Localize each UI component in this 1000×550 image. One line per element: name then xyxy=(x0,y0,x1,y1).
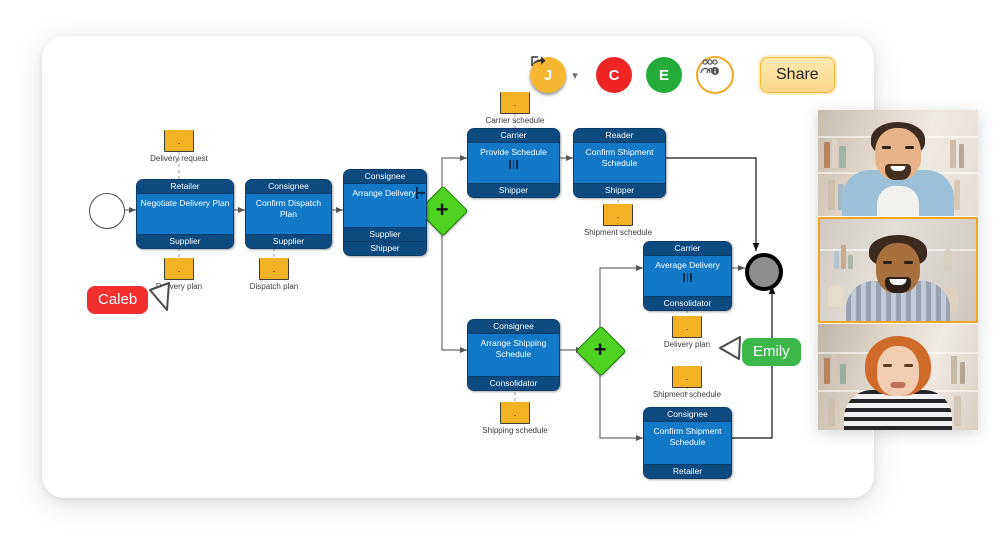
message-label: Dispatch plan xyxy=(249,282,299,291)
avatar-j[interactable]: J xyxy=(530,57,566,93)
video-tile-1[interactable] xyxy=(818,110,978,216)
share-button[interactable]: Share xyxy=(531,56,835,93)
task-lane-top: Consignee xyxy=(246,180,331,194)
task-lane-top: Carrier xyxy=(644,242,731,256)
start-event[interactable] xyxy=(89,193,125,229)
share-button-label: Share xyxy=(776,66,819,83)
task-label: Confirm Shipment Schedule xyxy=(653,426,722,447)
message-label: Shipping schedule xyxy=(482,426,548,435)
task-provide-schedule[interactable]: Carrier Provide Schedule Shipper xyxy=(467,128,560,198)
message-label: Delivery request xyxy=(150,154,208,163)
task-lane-bottom: Retailer xyxy=(644,464,731,478)
task-lane-top: Carrier xyxy=(468,129,559,143)
task-lane-bottom: Supplier xyxy=(137,234,233,248)
task-lane-bottom: Shipper xyxy=(574,183,665,197)
task-arrange-delivery[interactable]: Consignee Arrange Delivery Supplier Ship… xyxy=(343,169,427,256)
avatar-e[interactable]: E xyxy=(646,57,682,93)
gateway-parallel-1-symbol: + xyxy=(435,197,449,222)
message-icon-delivery-request[interactable] xyxy=(164,130,194,152)
task-label: Average Delivery xyxy=(655,260,720,270)
task-lane-bottom-2: Shipper xyxy=(344,241,426,255)
video-call-panel xyxy=(818,110,978,430)
end-event[interactable] xyxy=(745,253,783,291)
task-arrange-shipping-schedule[interactable]: Consignee Arrange Shipping Schedule Cons… xyxy=(467,319,560,391)
task-label-wrap: Arrange Delivery xyxy=(344,184,426,227)
task-lane-top: Consignee xyxy=(344,170,426,184)
task-label-wrap: Average Delivery xyxy=(644,256,731,296)
task-label: Arrange Shipping Schedule xyxy=(480,338,547,359)
task-lane-bottom: Consolidator xyxy=(644,296,731,310)
cursor-pointer-caleb xyxy=(149,282,170,311)
task-confirm-dispatch-plan[interactable]: Consignee Confirm Dispatch Plan Supplier xyxy=(245,179,332,249)
people-group-icon[interactable] xyxy=(696,56,734,94)
gateway-parallel-2-symbol: + xyxy=(593,337,607,362)
task-average-delivery[interactable]: Carrier Average Delivery Consolidator xyxy=(643,241,732,311)
cursor-label-caleb: Caleb xyxy=(87,286,149,314)
share-icon xyxy=(531,56,546,66)
task-label: Provide Schedule xyxy=(480,147,547,157)
video-tile-3[interactable] xyxy=(818,324,978,430)
message-icon-delivery-plan-2[interactable] xyxy=(672,316,702,338)
cursor-pointer-emily xyxy=(719,336,741,360)
parallel-multi-instance-marker-icon xyxy=(508,160,520,169)
diagram-canvas[interactable]: + + Retailer Negotiate Delivery Plan Sup… xyxy=(42,36,874,498)
task-lane-top: Retailer xyxy=(137,180,233,194)
task-reader-confirm-shipment-schedule[interactable]: Reader Confirm Shipment Schedule Shipper xyxy=(573,128,666,198)
sub-process-marker-icon xyxy=(415,187,418,199)
task-lane-bottom: Supplier xyxy=(344,227,426,241)
task-lane-bottom: Supplier xyxy=(246,234,331,248)
message-label: Delivery plan xyxy=(155,282,203,291)
task-label: Confirm Dispatch Plan xyxy=(255,198,322,219)
parallel-multi-instance-marker-icon xyxy=(682,273,694,282)
collaboration-toolbar: J ▾ C E Share xyxy=(530,52,835,98)
task-label: Arrange Delivery xyxy=(352,188,416,198)
task-lane-top: Consignee xyxy=(468,320,559,334)
message-label: Shipment schedule xyxy=(583,228,653,237)
chevron-down-icon[interactable]: ▾ xyxy=(572,69,578,82)
task-lane-top: Consignee xyxy=(644,408,731,422)
cursor-label-emily: Emily xyxy=(742,338,801,366)
message-label: Delivery plan xyxy=(663,340,711,349)
task-label-wrap: Provide Schedule xyxy=(468,143,559,183)
message-icon-delivery-plan[interactable] xyxy=(164,258,194,280)
message-label: Shipment schedule xyxy=(652,390,722,399)
message-icon-dispatch-plan[interactable] xyxy=(259,258,289,280)
message-label: Carrier schedule xyxy=(485,116,545,125)
task-negotiate-delivery-plan[interactable]: Retailer Negotiate Delivery Plan Supplie… xyxy=(136,179,234,249)
avatar-c[interactable]: C xyxy=(596,57,632,93)
task-label: Negotiate Delivery Plan xyxy=(140,198,230,208)
task-consignee-confirm-shipment-schedule[interactable]: Consignee Confirm Shipment Schedule Reta… xyxy=(643,407,732,479)
message-icon-shipment-schedule-2[interactable] xyxy=(672,366,702,388)
task-lane-top: Reader xyxy=(574,129,665,143)
message-icon-shipping-schedule[interactable] xyxy=(500,402,530,424)
message-icon-carrier-schedule[interactable] xyxy=(500,92,530,114)
message-icon-shipment-schedule-1[interactable] xyxy=(603,204,633,226)
video-tile-2[interactable] xyxy=(818,217,978,323)
task-lane-bottom: Shipper xyxy=(468,183,559,197)
task-label: Confirm Shipment Schedule xyxy=(585,147,654,168)
task-lane-bottom: Consolidator xyxy=(468,376,559,390)
